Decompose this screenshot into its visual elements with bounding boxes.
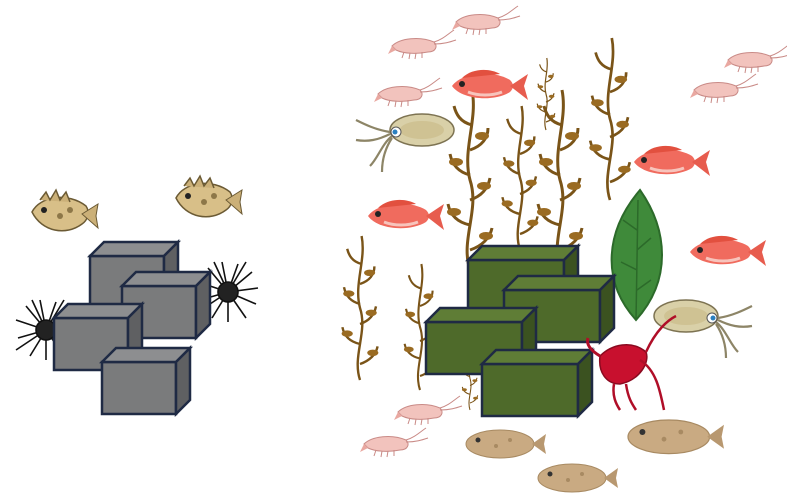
seaweed-icon <box>447 90 493 270</box>
sea-lettuce-icon <box>612 190 662 320</box>
left-panel-barren-reef <box>16 176 258 414</box>
shrimp-icon <box>394 396 462 425</box>
rockfish-icon <box>176 176 242 217</box>
right-panel-thriving-reef <box>342 6 787 492</box>
red-sea-bream-icon <box>634 146 710 176</box>
flounder-icon <box>628 420 724 454</box>
cuttlefish-icon <box>654 300 752 358</box>
flounder-icon <box>466 430 546 458</box>
shrimp-icon <box>360 428 428 457</box>
rockfish-icon <box>32 190 98 231</box>
shrimp-icon <box>690 74 758 103</box>
red-sea-bream-icon <box>690 236 766 266</box>
red-sea-bream-icon <box>368 200 444 230</box>
seaweed-icon <box>342 236 379 380</box>
seaweed-icon <box>589 38 630 200</box>
shrimp-icon <box>374 78 442 107</box>
red-sea-bream-icon <box>452 70 528 100</box>
seaweed-icon <box>537 90 583 270</box>
algae-covered-block <box>482 350 592 416</box>
shrimp-icon <box>388 30 456 59</box>
shrimp-icon <box>452 6 520 35</box>
cuttlefish-icon <box>356 114 454 172</box>
shrimp-icon <box>724 44 787 73</box>
flounder-icon <box>538 464 618 492</box>
concrete-block <box>102 348 190 414</box>
seaweed-icon <box>502 106 539 250</box>
